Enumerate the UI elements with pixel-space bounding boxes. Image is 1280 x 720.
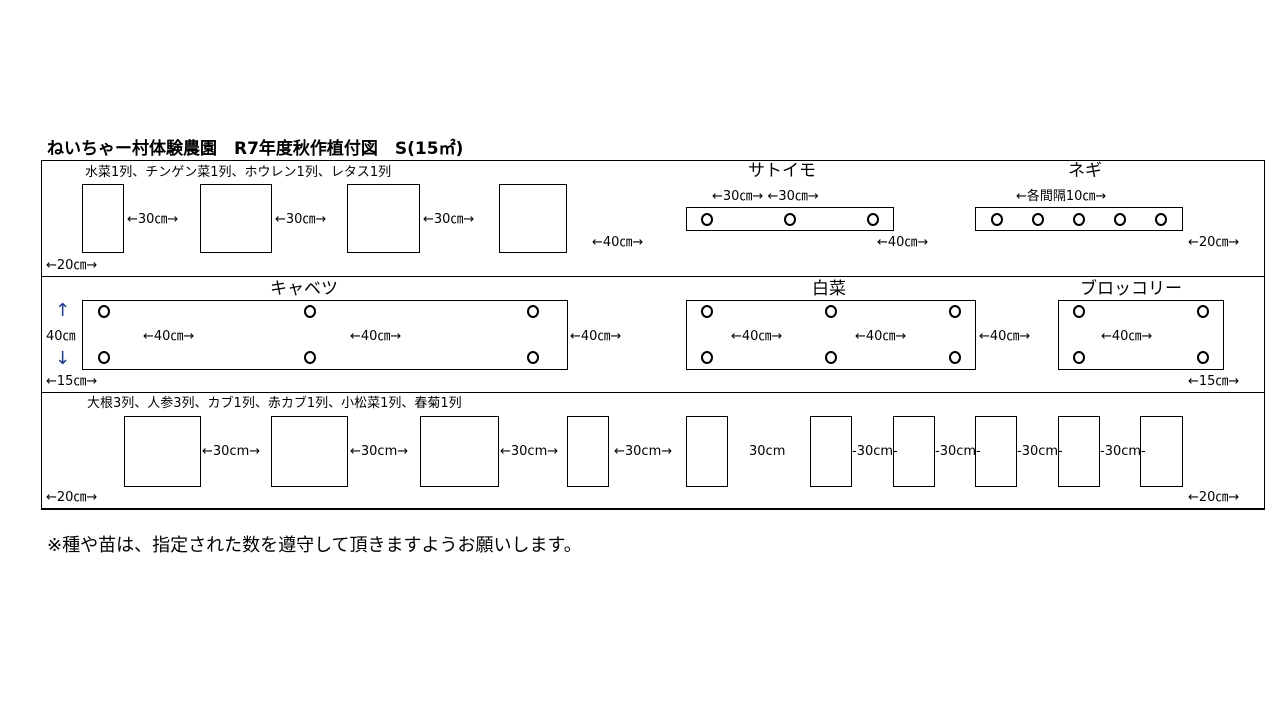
plant-hole-marker [527, 305, 539, 318]
plant-hole-marker [701, 351, 713, 364]
spacing-label: -30cm- [852, 444, 898, 459]
edge-spacing-label: ←15㎝→ [1188, 374, 1240, 389]
spacing-label: ←各間隔10㎝→ [1016, 189, 1107, 204]
field-frame [41, 160, 1265, 510]
footnote: ※種や苗は、指定された数を遵守して頂きますようお願いします。 [47, 535, 582, 556]
plant-hole-marker [527, 351, 539, 364]
spacing-label: ←40㎝→ [143, 329, 195, 344]
bed-satoimo [686, 207, 894, 231]
spacing-label: ←40㎝→ [350, 329, 402, 344]
row-divider [41, 276, 1265, 277]
plant-hole-marker [1155, 213, 1167, 226]
plant-hole-marker [949, 351, 961, 364]
bed-cabbage [82, 300, 568, 370]
diagram-title: ねいちゃー村体験農園 R7年度秋作植付図 S(15㎡) [47, 139, 464, 159]
plant-hole-marker [1032, 213, 1044, 226]
spacing-label: ←30㎝→ [127, 212, 179, 227]
row-spacing-label: 40㎝ [46, 329, 76, 344]
bed-leafy [347, 184, 420, 253]
spacing-label: -30cm- [1100, 444, 1146, 459]
plant-hole-marker [98, 305, 110, 318]
spacing-label: ←30㎝→ [275, 212, 327, 227]
plant-hole-marker [1114, 213, 1126, 226]
bed-root [567, 416, 609, 487]
bed-root [686, 416, 728, 487]
spacing-label: ←30cm→ [202, 444, 261, 459]
plant-hole-marker [1073, 351, 1085, 364]
plant-hole-marker [98, 351, 110, 364]
plant-hole-marker [701, 305, 713, 318]
plant-hole-marker [825, 305, 837, 318]
edge-spacing-label: ←20㎝→ [1188, 490, 1240, 505]
bed-root [975, 416, 1017, 487]
plant-hole-marker [784, 213, 796, 226]
bed-root [271, 416, 348, 487]
row3-caption: 大根3列、人参3列、カブ1列、赤カブ1列、小松菜1列、春菊1列 [87, 396, 462, 411]
down-arrow-icon: ↓ [55, 348, 71, 369]
spacing-label: ←40㎝→ [731, 329, 783, 344]
bed-root [420, 416, 499, 487]
spacing-label: 30cm [749, 444, 786, 459]
plant-hole-marker [867, 213, 879, 226]
plant-hole-marker [1073, 213, 1085, 226]
crop-name-broccoli: ブロッコリー [1080, 279, 1182, 299]
plant-hole-marker [304, 305, 316, 318]
bed-broccoli [1058, 300, 1224, 370]
spacing-label: ←30㎝→ [423, 212, 475, 227]
plant-hole-marker [304, 351, 316, 364]
plant-hole-marker [1197, 305, 1209, 318]
bed-leafy [499, 184, 567, 253]
row-divider [41, 392, 1265, 393]
spacing-label: ←40㎝→ [570, 329, 622, 344]
bed-root [810, 416, 852, 487]
bed-leafy [82, 184, 124, 253]
crop-name-hakusai: 白菜 [812, 279, 846, 299]
up-arrow-icon: ↑ [55, 300, 71, 321]
plant-hole-marker [1197, 351, 1209, 364]
edge-spacing-label: ←20㎝→ [46, 490, 98, 505]
spacing-label: ←40㎝→ [877, 235, 929, 250]
spacing-label: ←40㎝→ [592, 235, 644, 250]
spacing-label: ←40㎝→ [1101, 329, 1153, 344]
spacing-label: ←30㎝→ ←30㎝→ [712, 189, 819, 204]
spacing-label: -30cm- [935, 444, 981, 459]
plant-hole-marker [949, 305, 961, 318]
row1-caption: 水菜1列、チンゲン菜1列、ホウレン1列、レタス1列 [85, 165, 392, 180]
spacing-label: -30cm- [1017, 444, 1063, 459]
crop-name-satoimo: サトイモ [748, 161, 816, 181]
spacing-label: ←30cm→ [614, 444, 673, 459]
bed-root [893, 416, 935, 487]
spacing-label: ←40㎝→ [855, 329, 907, 344]
crop-name-negi: ネギ [1068, 161, 1102, 181]
bed-root [1058, 416, 1100, 487]
edge-spacing-label: ←20㎝→ [1188, 235, 1240, 250]
crop-name-cabbage: キャベツ [270, 279, 338, 299]
spacing-label: ←30cm→ [350, 444, 409, 459]
plant-hole-marker [825, 351, 837, 364]
bed-root [1140, 416, 1183, 487]
spacing-label: ←40㎝→ [979, 329, 1031, 344]
plant-hole-marker [701, 213, 713, 226]
edge-spacing-label: ←20㎝→ [46, 258, 98, 273]
plant-hole-marker [1073, 305, 1085, 318]
plant-hole-marker [991, 213, 1003, 226]
edge-spacing-label: ←15㎝→ [46, 374, 98, 389]
spacing-label: ←30cm→ [500, 444, 559, 459]
bed-leafy [200, 184, 272, 253]
bed-root [124, 416, 201, 487]
